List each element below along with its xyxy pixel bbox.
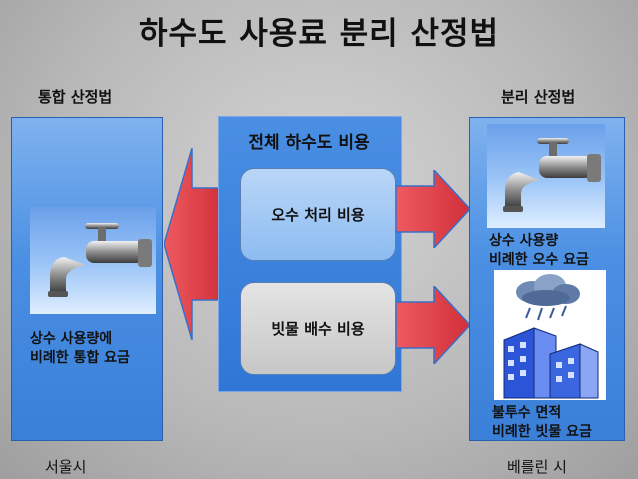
page-title: 하수도 사용료 분리 산정법	[138, 16, 500, 52]
right-caption-2: 불투수 면적 비례한 빗물 요금	[492, 404, 592, 442]
right-caption-1-line1: 상수 사용량	[489, 233, 559, 249]
right-caption-1: 상수 사용량 비례한 오수 요금	[489, 232, 589, 270]
buildings-icon	[503, 327, 599, 399]
arrow-right-icon	[396, 286, 470, 364]
sewage-cost-box: 오수 처리 비용	[240, 168, 396, 261]
left-caption-line2: 비례한 통합 요금	[30, 350, 130, 366]
right-caption-1-line2: 비례한 오수 요금	[489, 252, 589, 268]
right-heading: 분리 산정법	[501, 88, 576, 106]
left-caption-line1: 상수 사용량에	[30, 331, 113, 347]
left-city: 서울시	[45, 458, 87, 476]
left-heading: 통합 산정법	[38, 88, 113, 106]
left-caption: 상수 사용량에 비례한 통합 요금	[30, 330, 130, 368]
right-caption-2-line1: 불투수 면적	[492, 405, 562, 421]
arrow-left-icon	[164, 148, 224, 340]
right-city: 베를린 시	[507, 458, 567, 476]
arrow-right-icon	[396, 170, 470, 248]
center-heading: 전체 하수도 비용	[248, 133, 370, 153]
stormwater-cost-box: 빗물 배수 비용	[240, 282, 396, 375]
faucet-icon	[487, 124, 605, 228]
right-caption-2-line2: 비례한 빗물 요금	[492, 424, 592, 440]
buildings-image	[494, 270, 606, 400]
faucet-icon	[30, 207, 156, 314]
rain-cloud-icon	[516, 274, 580, 321]
